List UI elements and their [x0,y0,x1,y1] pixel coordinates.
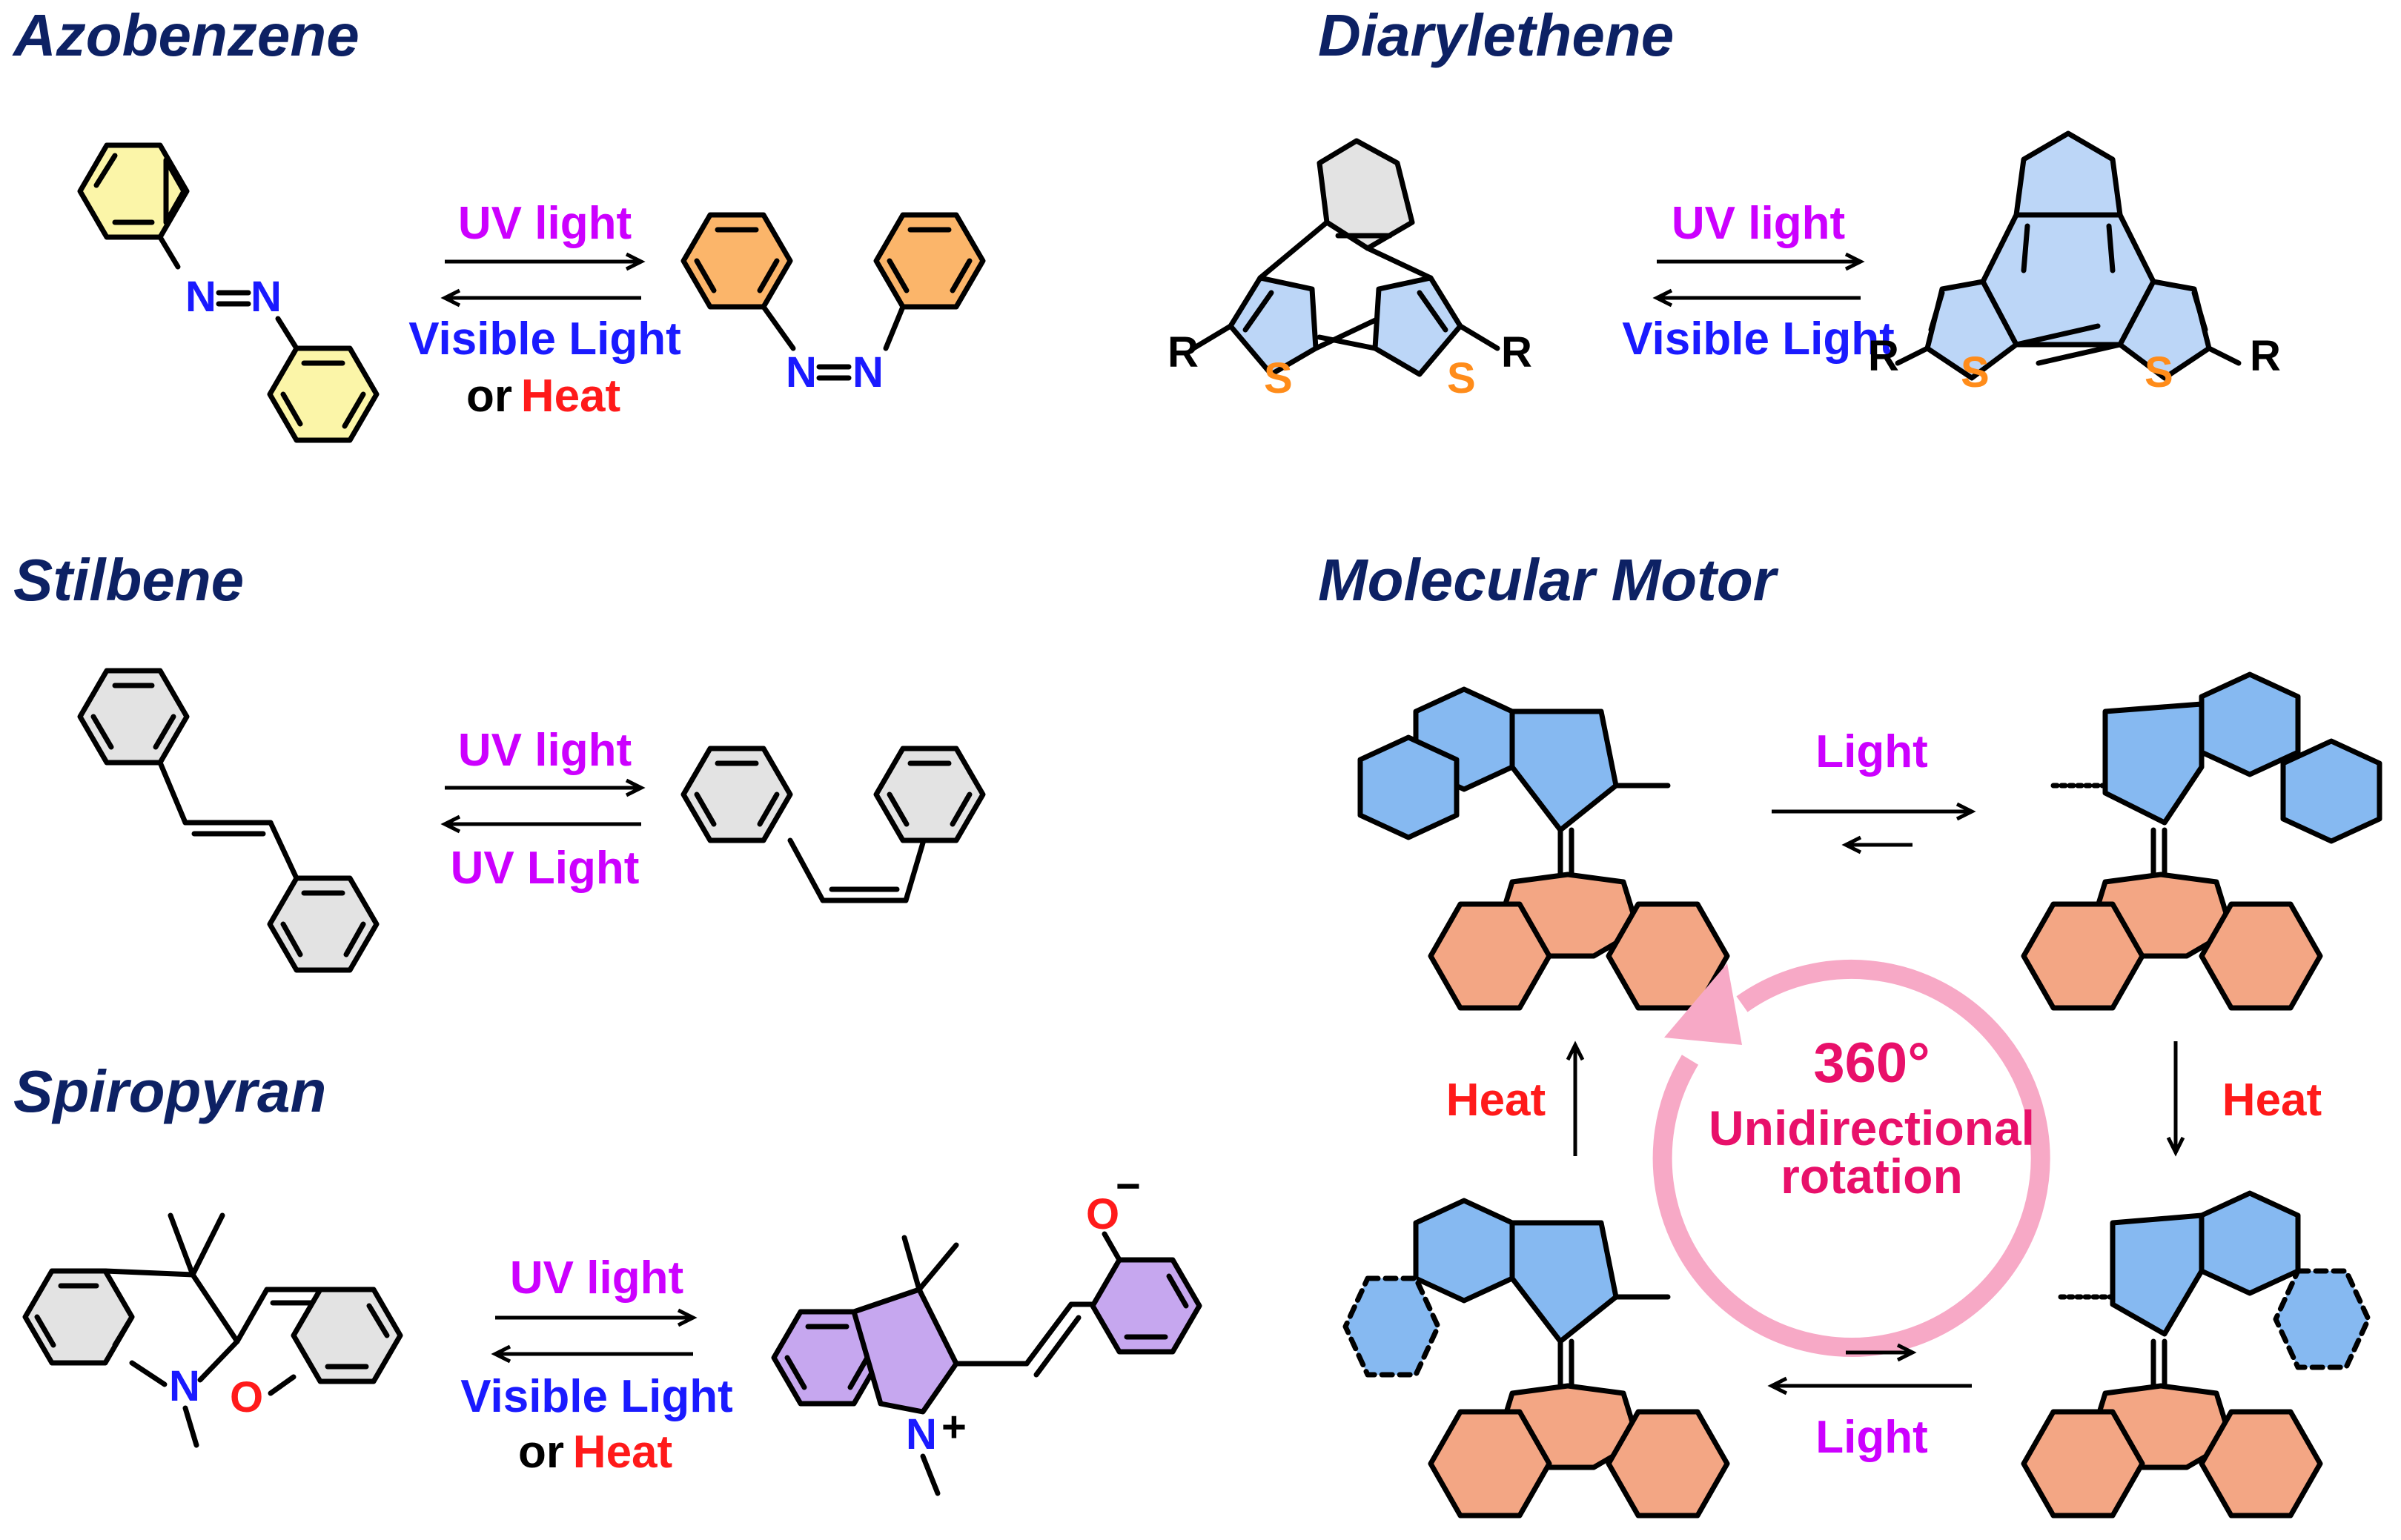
spiro-open-plus: + [941,1403,967,1451]
motor-heat-right-label: Heat [2222,1075,2322,1126]
spiro-open-minus: − [1116,1162,1141,1210]
stilbene-arrows: UV light UV Light [440,725,646,894]
rotation-text: rotation [1781,1149,1963,1204]
dae-closed-r-right: R [2250,332,2281,380]
azo-reverse-label: Visible Light [408,313,680,365]
dae-reverse-label: Visible Light [1622,313,1894,365]
azo-cis-n2: N [852,348,884,396]
motor-arrows-bottom: Light [1767,1343,1972,1463]
motor-state-3 [2021,1190,2371,1519]
dae-open-r-left: R [1168,328,1199,376]
azo-forward-label: UV light [458,198,632,249]
spiro-forward-label: UV light [510,1252,683,1304]
spiro-or-label: or [518,1427,564,1478]
stilbene-cis [680,746,986,903]
dae-open-s-left: S [1264,354,1293,402]
dae-closed-s-left: S [1961,348,1990,396]
azo-heat-label: Heat [521,371,620,422]
motor-arrows-top: Light [1772,726,1976,854]
spiro-heat-label: Heat [573,1427,672,1478]
spiro-reverse-label: Visible Light [460,1371,732,1422]
dae-closed-s-right: S [2145,348,2173,396]
diarylethene-closed: S S R R [1868,130,2281,396]
spiro-closed-n: N [169,1362,200,1410]
dae-forward-label: UV light [1672,198,1845,249]
title-azobenzene: Azobenzene [12,2,360,68]
motor-state-2 [2021,671,2382,1011]
motor-state-1 [1357,686,1730,1011]
motor-light-bottom-label: Light [1815,1412,1928,1463]
title-stilbene: Stilbene [13,547,244,613]
azobenzene-trans: N N [77,142,380,443]
azobenzene-arrows: UV light Visible Light or Heat [408,198,680,422]
stilbene-reverse-label: UV Light [451,843,640,894]
diarylethene-open: S R S R [1168,138,1532,402]
title-molecular-motor: Molecular Motor [1318,547,1779,613]
azo-cis-n1: N [786,348,817,396]
spiro-open-n: N [906,1410,937,1458]
azo-trans-n2: N [251,273,282,321]
diarylethene-arrows: UV light Visible Light [1622,198,1894,365]
dae-open-r-right: R [1501,328,1532,376]
azo-trans-n1: N [185,273,216,321]
dae-open-s-right: S [1447,354,1476,402]
azobenzene-cis: N N [680,212,986,396]
spiropyran-arrows: UV light Visible Light or Heat [460,1252,732,1478]
motor-light-top-label: Light [1815,726,1928,777]
motor-state-4 [1342,1198,1730,1519]
rotation-indicator: 360° Unidirectional rotation [1652,959,2050,1357]
spiro-closed-o: O [230,1373,263,1421]
spiro-open-o: O [1086,1190,1119,1238]
rotation-unidirectional: Unidirectional [1709,1101,2035,1155]
stilbene-trans [77,668,380,973]
title-diarylethene: Diarylethene [1318,2,1674,68]
motor-heat-left-label: Heat [1446,1075,1546,1126]
rotation-degrees: 360° [1813,1032,1930,1095]
title-spiropyran: Spiropyran [13,1058,326,1124]
motor-arrows-sides: Heat Heat [1446,1041,2322,1157]
stilbene-forward-label: UV light [458,725,632,776]
spiropyran-merocyanine: N + O − [771,1162,1202,1496]
spiropyran-closed: N O [22,1212,403,1448]
dae-closed-r-left: R [1868,332,1899,380]
azo-or-label: or [466,371,512,422]
